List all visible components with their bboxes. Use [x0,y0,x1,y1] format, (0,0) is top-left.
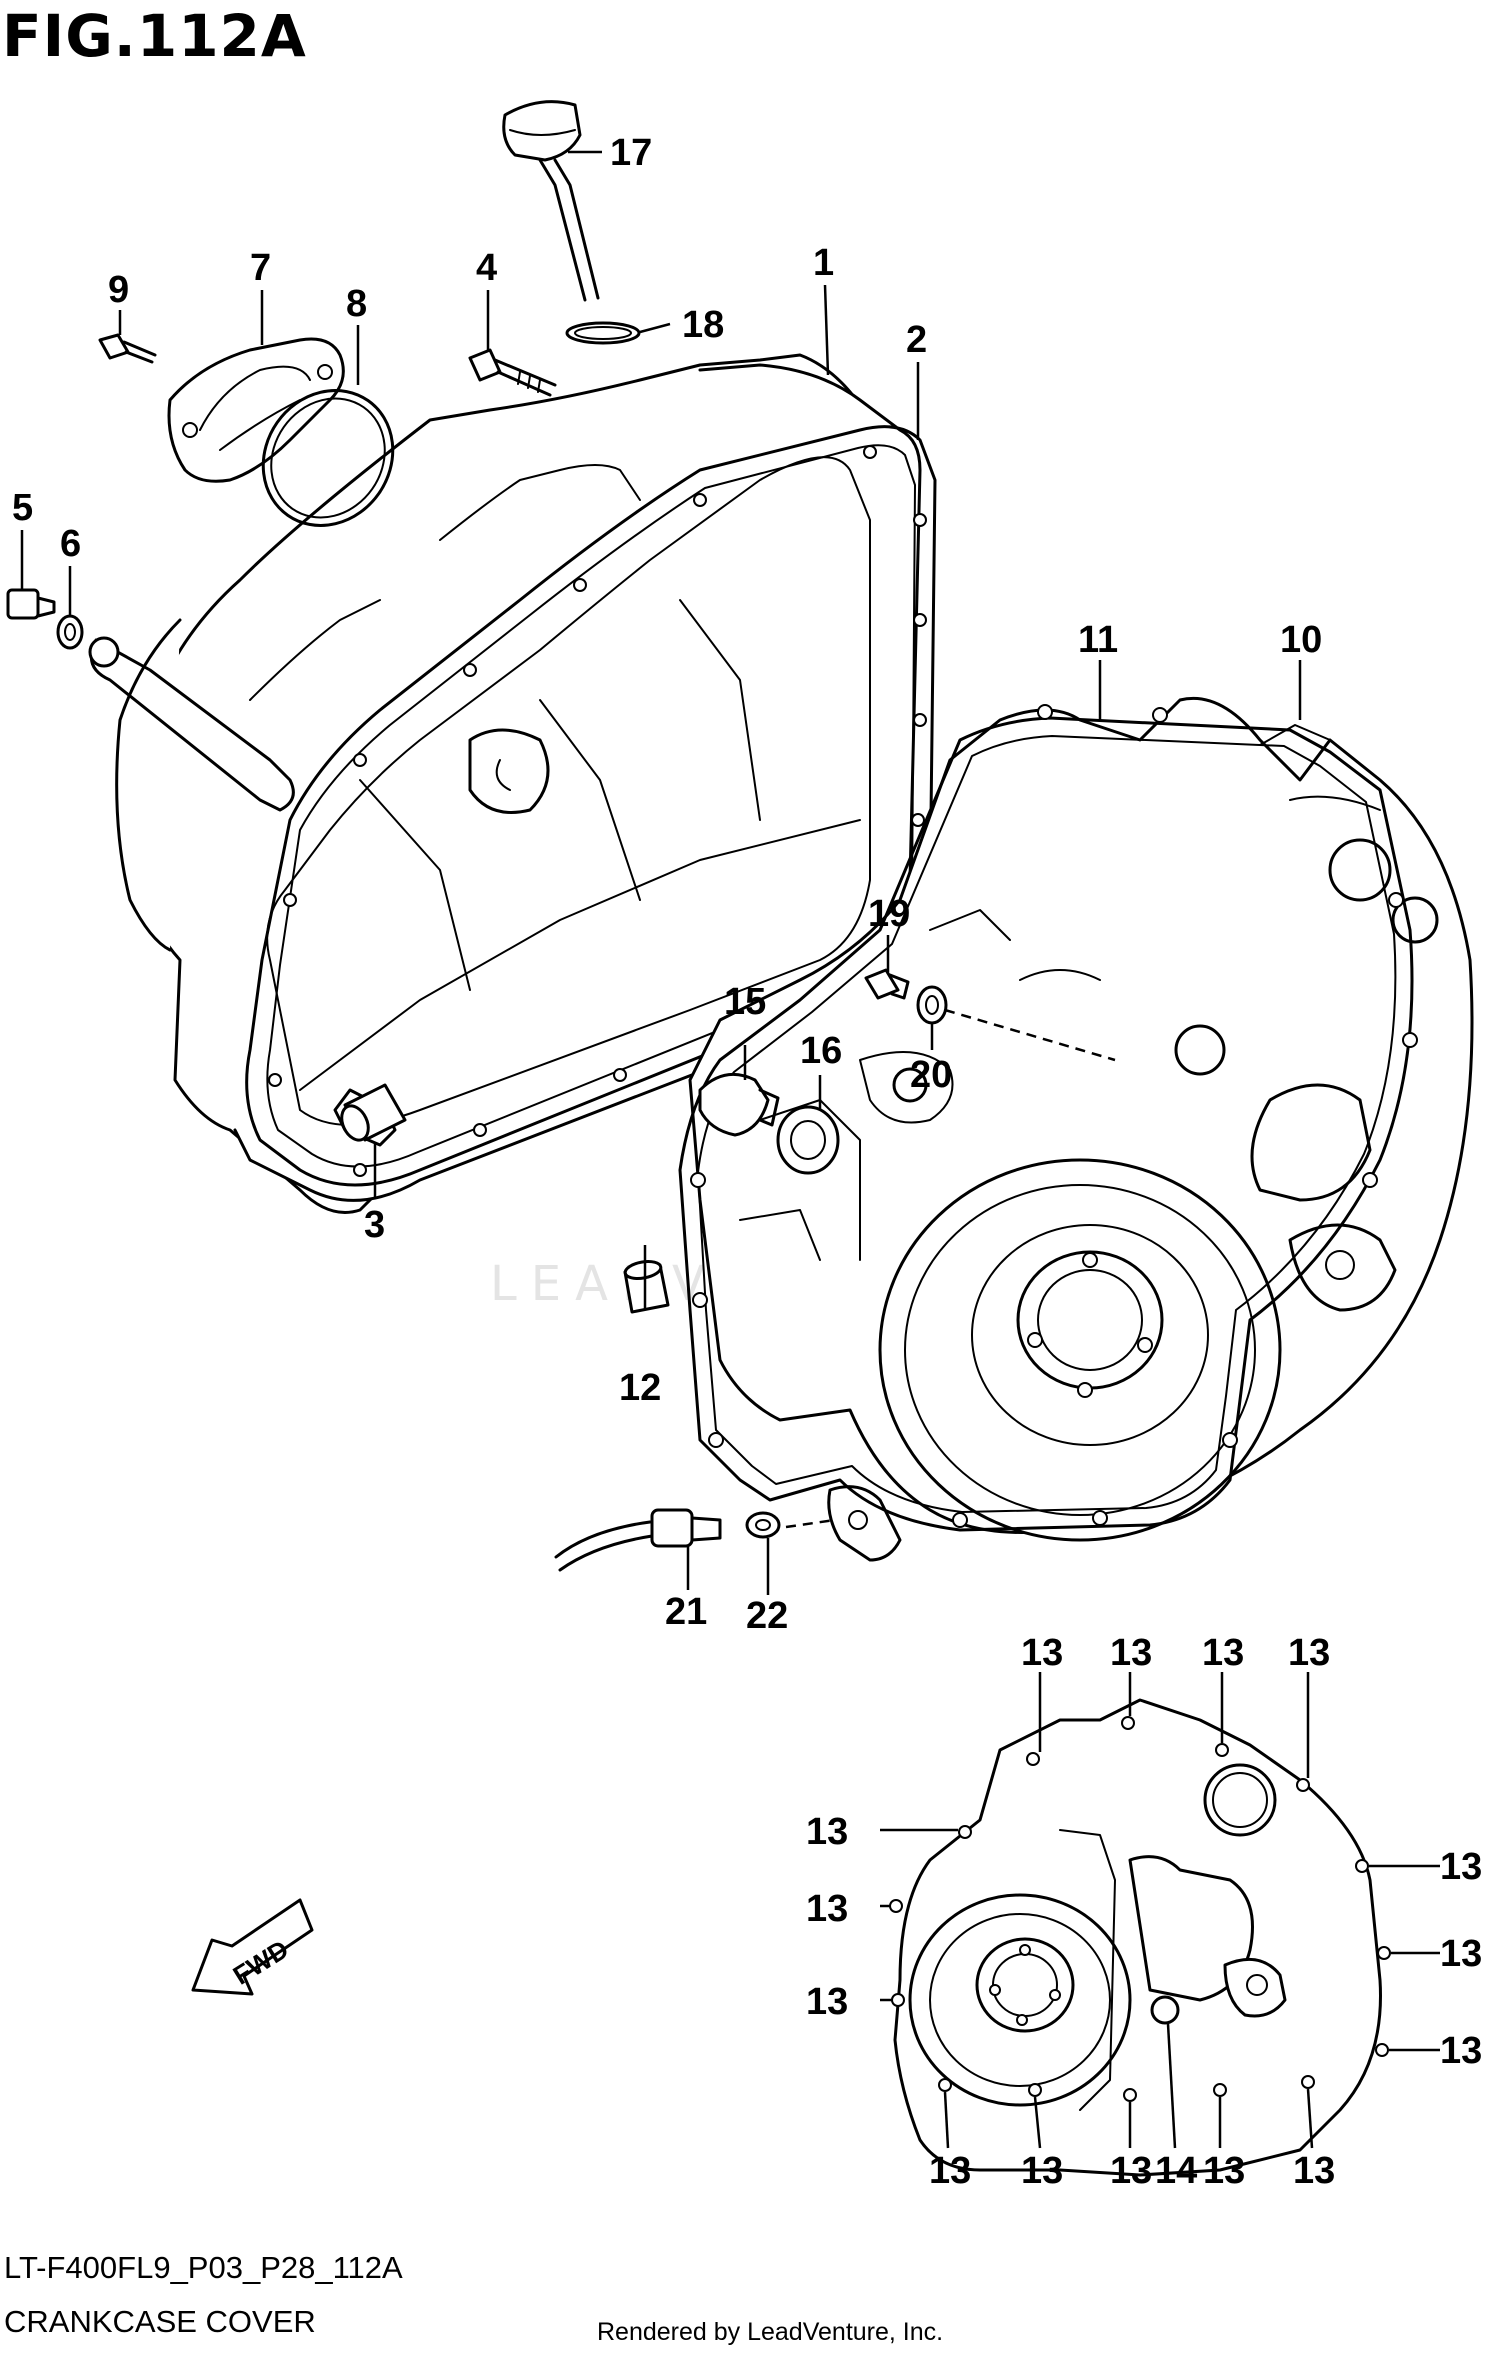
inspection-cap-7 [167,337,345,483]
callout-12: 12 [619,1367,661,1409]
callout-13: 13 [1203,2150,1245,2192]
plug-bolt-5 [6,588,56,620]
callout-13: 13 [1440,1933,1482,1975]
cover-outline-view [893,1698,1382,2177]
washer-22 [745,1511,781,1539]
washer-16 [776,1105,840,1175]
callout-6: 6 [60,523,81,565]
figure-title: FIG.112A [2,2,307,70]
callout-13: 13 [1293,2150,1335,2192]
callout-13: 13 [1110,1632,1152,1674]
callout-13: 13 [806,1888,848,1930]
diagram-caption: CRANKCASE COVER [4,2304,316,2339]
callout-7: 7 [250,247,271,289]
callout-13: 13 [806,1811,848,1853]
callout-4: 4 [476,247,497,289]
gear-position-switch-21 [554,1508,722,1572]
callout-20: 20 [910,1054,952,1096]
callout-13: 13 [806,1981,848,2023]
callout-14: 14 [1155,2150,1197,2192]
dowel-pin-12 [623,1260,670,1314]
bolt-holes-13 [889,1716,1391,2102]
callout-13: 13 [1440,2030,1482,2072]
crankcase-cover-outer [688,696,1474,1562]
callout-2: 2 [906,319,927,361]
callout-1: 1 [813,242,834,284]
bolt-9 [98,333,157,364]
callout-13: 13 [929,2150,971,2192]
plug-15 [698,1072,780,1137]
callout-8: 8 [346,283,367,325]
callout-13: 13 [1288,1632,1330,1674]
callout-15: 15 [724,981,766,1023]
diagram-code: LT-F400FL9_P03_P28_112A [4,2250,403,2285]
bolt-19 [864,968,910,1000]
rendered-by-credit: Rendered by LeadVenture, Inc. [597,2318,944,2346]
callout-13: 13 [1110,2150,1152,2192]
callout-3: 3 [364,1204,385,1246]
callout-19: 19 [868,893,910,935]
o-ring-8 [261,389,395,527]
o-ring-18 [565,321,641,345]
leader-lines [20,150,1440,2149]
callout-18: 18 [682,304,724,346]
callout-10: 10 [1280,619,1322,661]
callout-21: 21 [665,1591,707,1633]
callout-17: 17 [610,132,652,174]
bolt-4 [468,348,557,397]
crankcase-cover-gasket [245,425,937,1187]
crankcase-cover-inner [88,353,922,1214]
callout-16: 16 [800,1030,842,1072]
callout-13: 13 [1440,1846,1482,1888]
callout-13: 13 [1021,2150,1063,2192]
crankcase-cover-outer-gasket [678,704,1418,1532]
callout-5: 5 [12,487,33,529]
callout-9: 9 [108,269,129,311]
callout-11: 11 [1078,619,1118,661]
callout-13: 13 [1202,1632,1244,1674]
washer-6 [56,614,84,650]
dowel-pin [340,1083,407,1142]
washer-20 [916,985,948,1025]
dashed-line-22 [785,1518,836,1529]
callout-22: 22 [746,1595,788,1637]
callout-numbers: 1 2 3 4 5 6 7 8 9 10 11 12 15 16 17 18 1… [12,132,1482,2192]
fwd-arrow-icon: FWD [191,1898,314,1996]
dashed-line-20 [944,1008,1116,1062]
callout-13: 13 [1021,1632,1063,1674]
oil-level-gauge-17 [502,100,600,302]
